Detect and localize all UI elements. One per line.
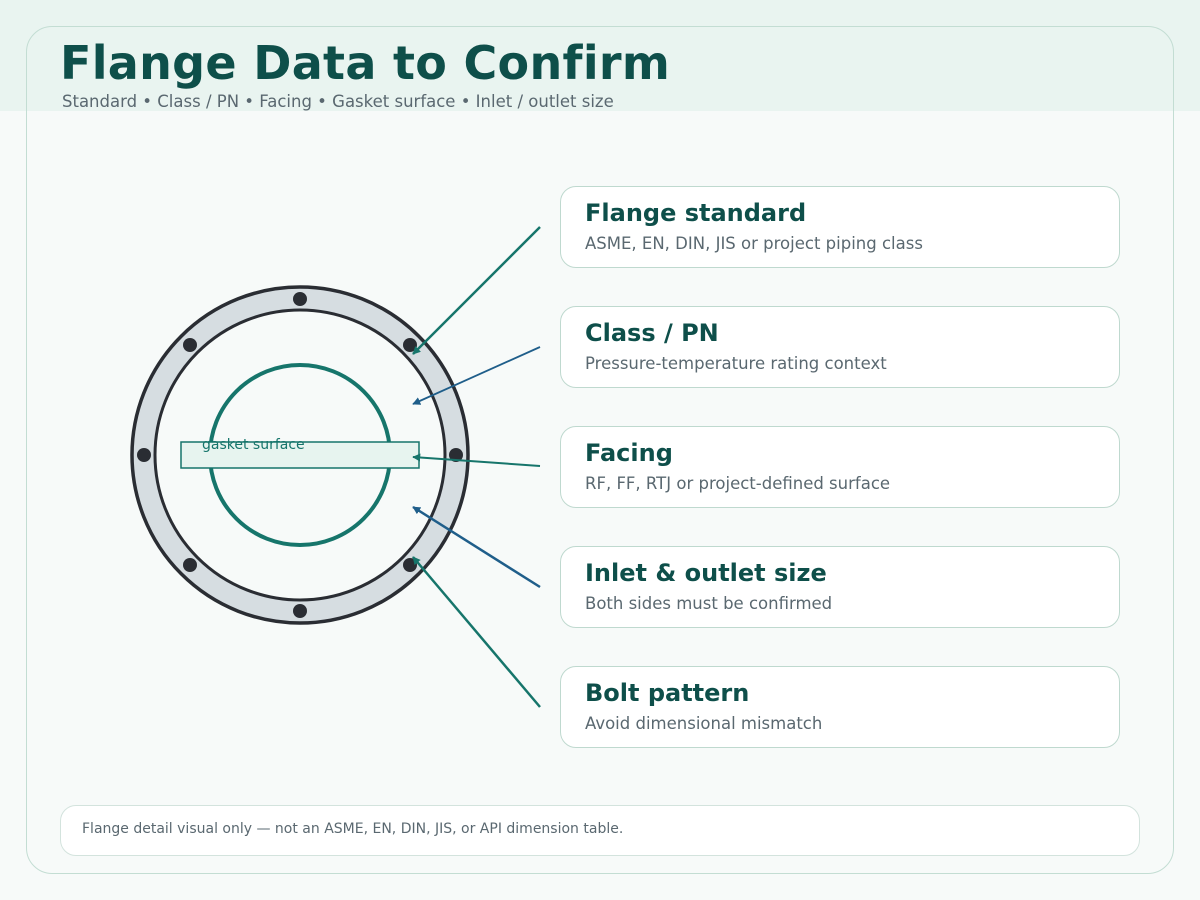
arrow-facing (412, 453, 541, 467)
card-description: Both sides must be confirmed (585, 594, 833, 613)
card-inlet-outlet-size: Inlet & outlet size Both sides must be c… (560, 546, 1120, 628)
card-bolt-pattern: Bolt pattern Avoid dimensional mismatch (560, 666, 1120, 748)
bolt-hole (183, 558, 197, 572)
arrow-class-pn (412, 346, 541, 405)
card-flange-standard: Flange standard ASME, EN, DIN, JIS or pr… (560, 186, 1120, 268)
bolt-holes (137, 292, 463, 618)
bolt-hole (403, 338, 417, 352)
disclaimer-footer: Flange detail visual only — not an ASME,… (60, 805, 1140, 856)
card-title: Bolt pattern (585, 679, 750, 707)
page-title: Flange Data to Confirm (60, 36, 671, 90)
bolt-hole (137, 448, 151, 462)
arrow-inlet-outlet (412, 505, 541, 589)
bolt-hole (293, 604, 307, 618)
header-band (0, 0, 1200, 111)
card-title: Facing (585, 439, 673, 467)
card-facing: Facing RF, FF, RTJ or project-defined su… (560, 426, 1120, 508)
card-description: ASME, EN, DIN, JIS or project piping cla… (585, 234, 923, 253)
card-description: Pressure-temperature rating context (585, 354, 887, 373)
card-title: Flange standard (585, 199, 807, 227)
card-title: Inlet & outlet size (585, 559, 827, 587)
disclaimer-text: Flange detail visual only — not an ASME,… (82, 821, 624, 837)
card-description: RF, FF, RTJ or project-defined surface (585, 474, 891, 493)
bolt-hole (183, 338, 197, 352)
gasket-surface-label: gasket surface (202, 437, 305, 453)
card-class-pn: Class / PN Pressure-temperature rating c… (560, 306, 1120, 388)
gasket-surface-band (180, 441, 420, 469)
arrow-flange-standard (412, 226, 541, 355)
card-title: Class / PN (585, 319, 719, 347)
bolt-hole (293, 292, 307, 306)
page-subtitle: Standard • Class / PN • Facing • Gasket … (62, 92, 614, 111)
card-description: Avoid dimensional mismatch (585, 714, 823, 733)
arrow-bolt-pattern (412, 556, 541, 708)
content-frame (26, 26, 1174, 874)
bolt-hole (449, 448, 463, 462)
